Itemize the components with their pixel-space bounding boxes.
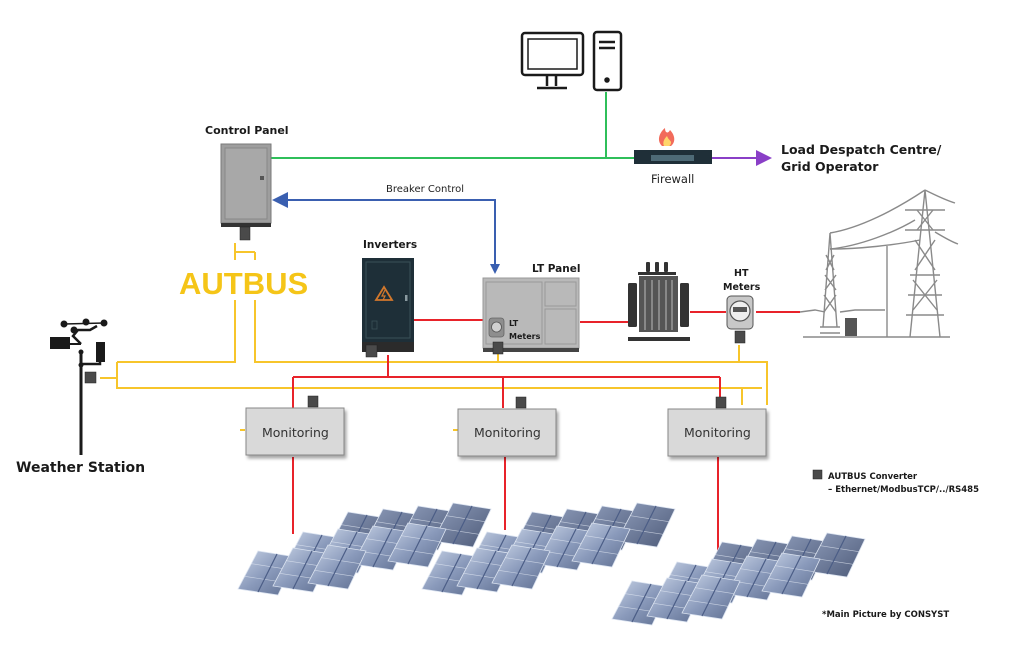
legend: AUTBUS Converter – Ethernet/ModbusTCP/..… — [812, 469, 979, 495]
ethernet-lines — [270, 92, 634, 159]
solar-cell-line — [781, 555, 802, 595]
lt-meters-label-line1: LT — [509, 319, 519, 328]
lt-panel: LT Panel LT Meters — [482, 263, 580, 355]
lt-panel-label: LT Panel — [532, 263, 580, 275]
legend-subtitle: – Ethernet/ModbusTCP/../RS485 — [828, 485, 979, 495]
monitor-icon — [520, 31, 585, 90]
lt-meters-label-line2: Meters — [509, 332, 541, 341]
solar-array — [611, 532, 866, 626]
image-credit: *Main Picture by CONSYST — [822, 610, 949, 620]
monitoring-label: Monitoring — [474, 425, 541, 440]
solar-cell-line — [701, 577, 722, 617]
autbus-converter — [239, 226, 251, 241]
solar-cell-line — [441, 553, 462, 593]
solar-cell-line — [636, 505, 657, 545]
solar-cell-line — [666, 580, 687, 620]
solar-cell-line — [746, 558, 767, 598]
flame-icon — [658, 128, 675, 146]
legend-title: AUTBUS Converter — [828, 472, 918, 482]
autbus-converter-legend-icon — [812, 469, 823, 480]
transformer-icon — [628, 262, 690, 341]
solar-array — [421, 502, 676, 596]
autbus-converter — [84, 371, 97, 384]
ht-meters-label-line2: Meters — [723, 282, 761, 293]
substation-box — [845, 318, 857, 336]
weather-station-label: Weather Station — [16, 460, 145, 476]
firewall-label: Firewall — [651, 172, 694, 186]
svg-text:Load Despatch Centre/: Load Despatch Centre/ — [781, 142, 942, 157]
solar-cell-line — [826, 535, 847, 575]
autbus-converter — [734, 330, 746, 344]
autbus-converter — [715, 396, 727, 409]
autbus-converter — [492, 341, 504, 355]
solar-cell-line — [631, 583, 652, 623]
solar-cell-line — [452, 505, 473, 545]
monitoring-label: Monitoring — [262, 425, 329, 440]
control-panel: Control Panel — [205, 124, 289, 241]
inverters: Inverters — [362, 239, 417, 358]
lt-meter-icon — [488, 317, 505, 338]
ht-meters-label-line1: HT — [734, 268, 749, 279]
solar-cell-line — [476, 550, 497, 590]
autbus-converter — [515, 396, 527, 409]
solar-cell-line — [292, 550, 313, 590]
solar-cell-line — [591, 525, 612, 565]
solar-array — [237, 502, 492, 596]
solar-cell-line — [407, 525, 428, 565]
autbus-converter — [307, 395, 319, 408]
pc-tower-icon — [592, 30, 623, 92]
ht-meter-icon — [726, 295, 754, 330]
transmission-towers-icon — [799, 189, 959, 338]
monitoring-unit: Monitoring — [667, 396, 767, 457]
breaker-control-label: Breaker Control — [386, 184, 464, 195]
monitoring-unit: Monitoring — [245, 395, 345, 456]
breaker-control-arrow — [490, 264, 500, 274]
grid-operator-label: Load Despatch Centre/ Grid Operator — [781, 142, 942, 174]
firewall: Firewall — [634, 128, 712, 186]
solar-cell-line — [372, 528, 393, 568]
solar-cell-line — [327, 547, 348, 587]
weather-station-icon — [50, 318, 108, 455]
solar-cell-line — [511, 547, 532, 587]
monitoring-label: Monitoring — [684, 425, 751, 440]
inverters-label: Inverters — [363, 239, 417, 251]
autbus-label: AUTBUS — [179, 266, 308, 301]
autbus-lines — [100, 243, 768, 431]
solar-arrays — [237, 502, 866, 626]
svg-text:Grid Operator: Grid Operator — [781, 159, 879, 174]
monitoring-unit: Monitoring — [457, 396, 557, 457]
breaker-control-line — [272, 192, 496, 270]
solar-cell-line — [556, 528, 577, 568]
high-voltage-warning-icon — [374, 285, 394, 301]
control-panel-label: Control Panel — [205, 124, 289, 137]
autbus-converter — [365, 344, 378, 358]
ht-meters: HT Meters — [723, 268, 761, 344]
power-lines — [292, 311, 800, 555]
workstation — [520, 30, 623, 92]
solar-cell-line — [257, 553, 278, 593]
